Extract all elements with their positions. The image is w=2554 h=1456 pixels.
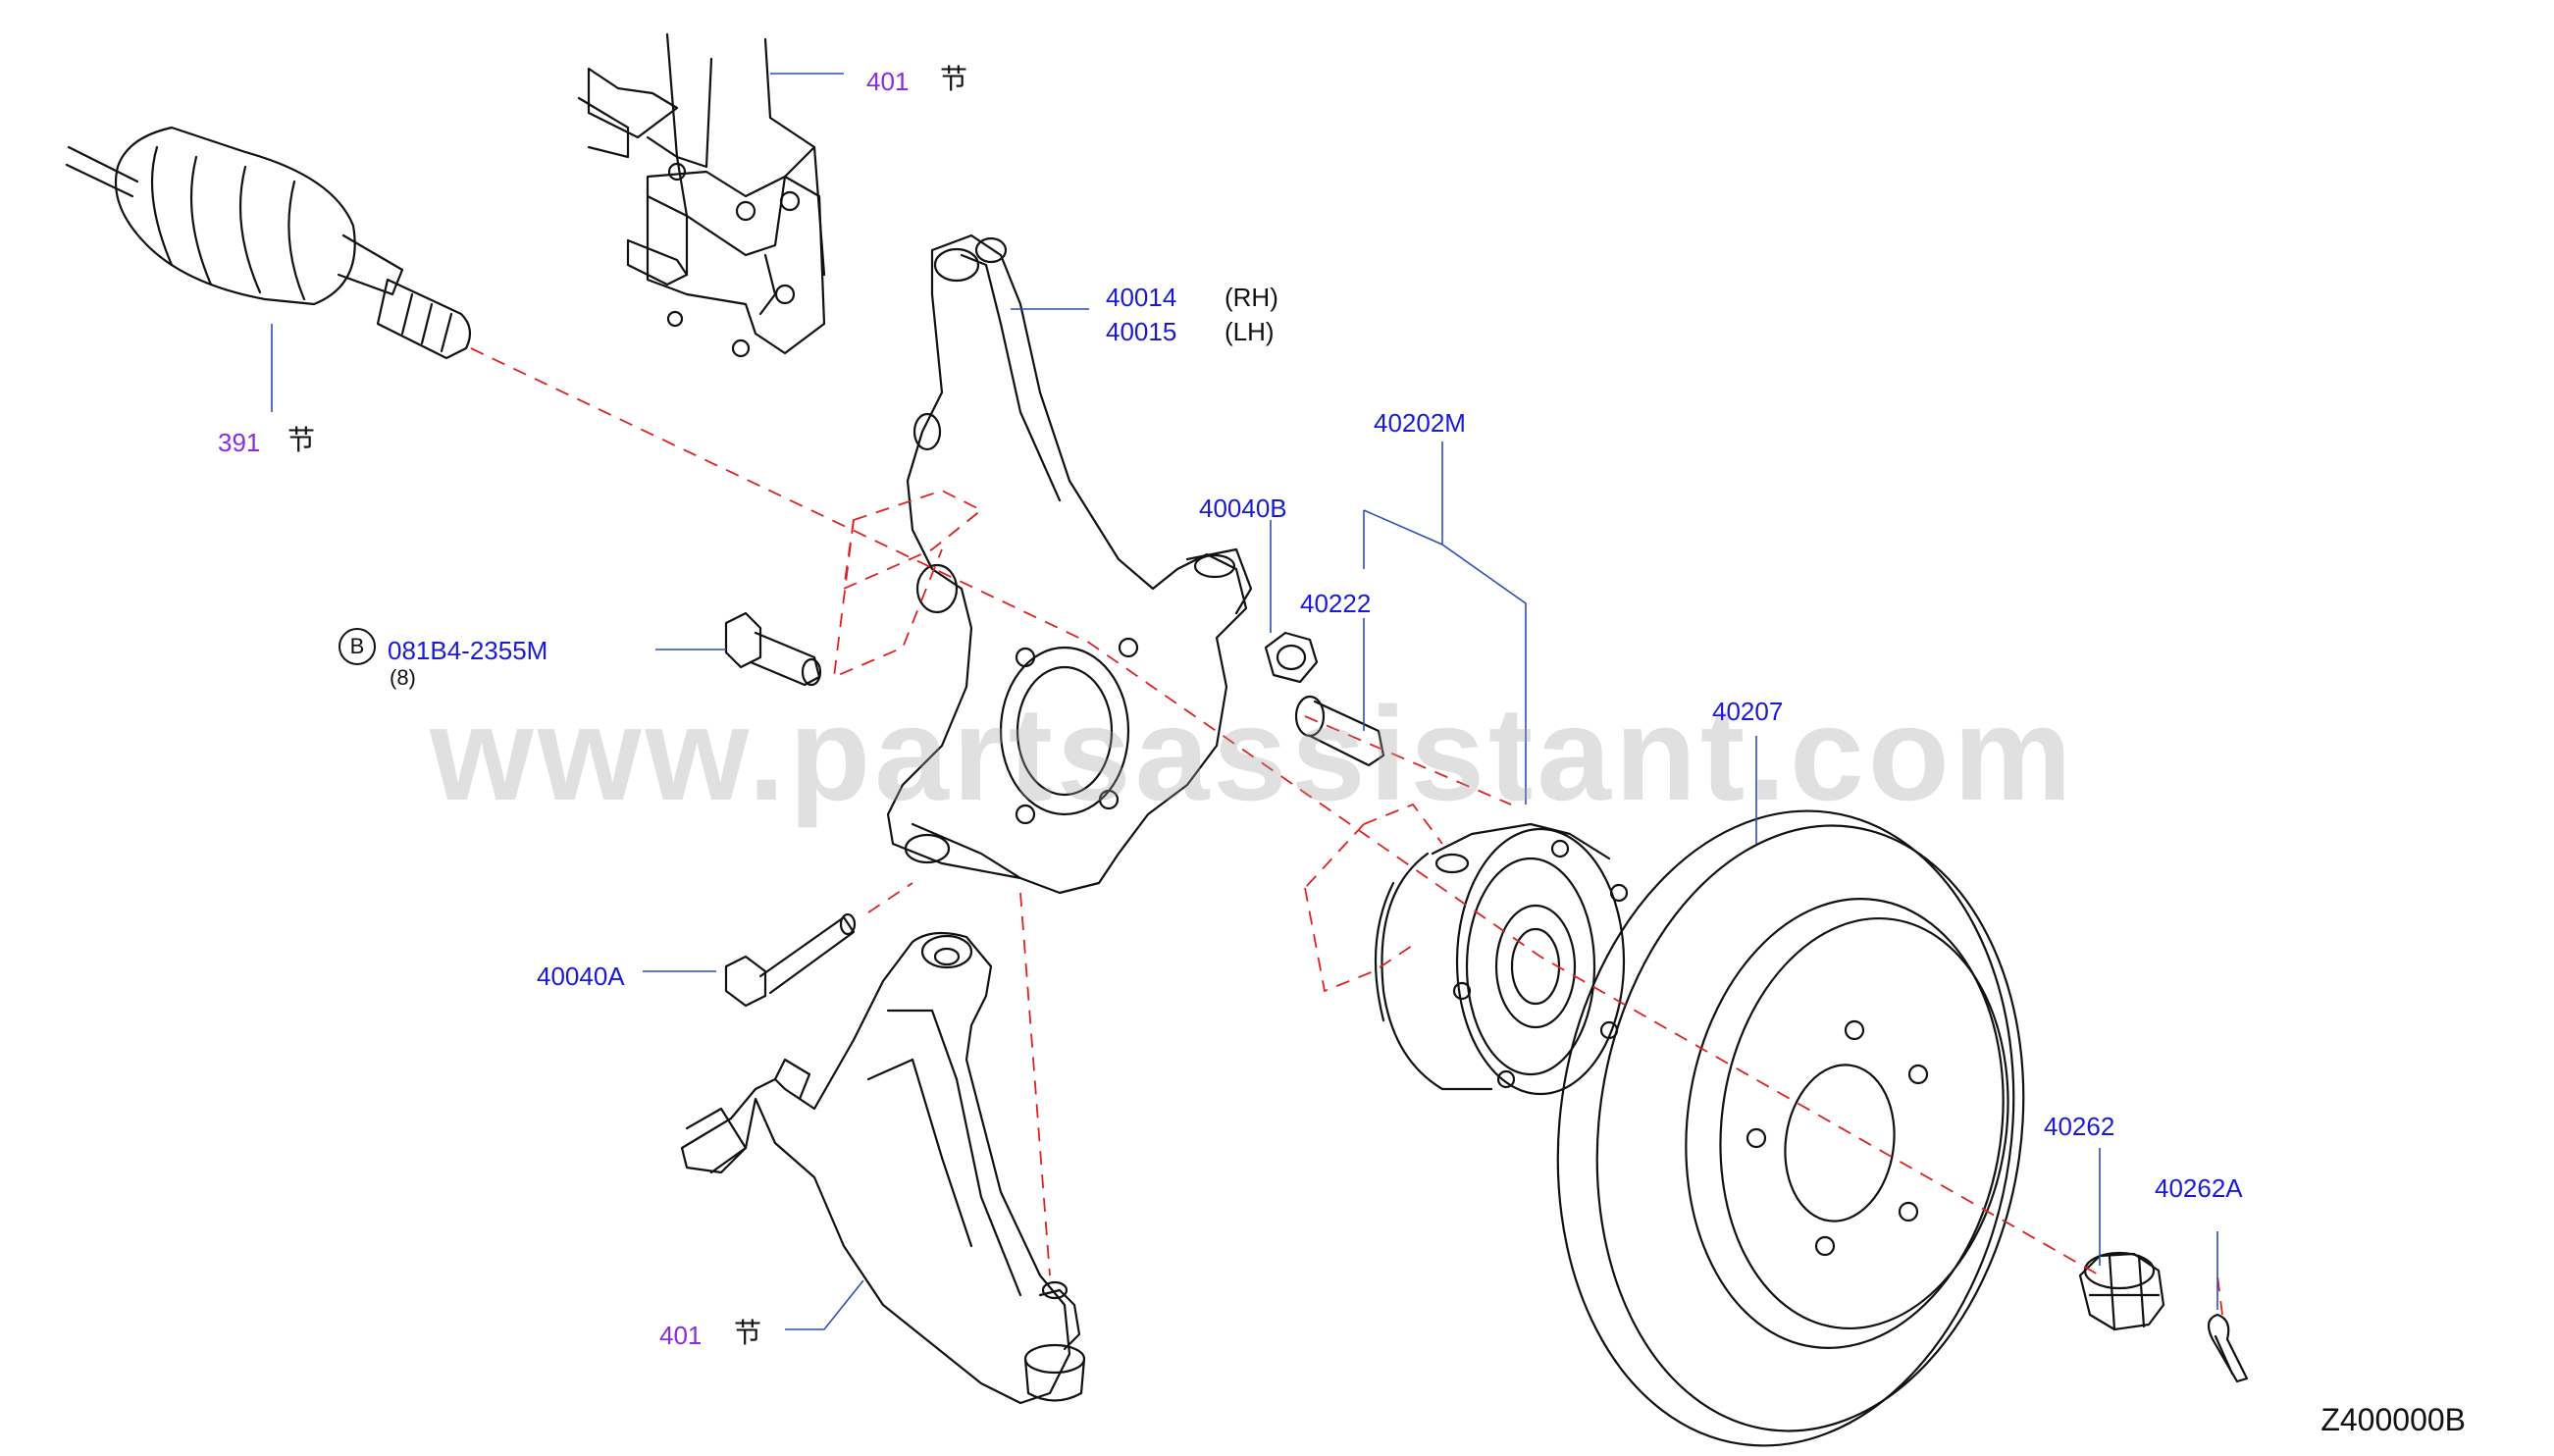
callout-hub-nut-number[interactable]: 40262 — [2044, 1112, 2115, 1141]
callout-cotter-pin-number[interactable]: 40262A — [2155, 1173, 2243, 1203]
callout-knuckle-lh-number[interactable]: 40015 — [1106, 317, 1177, 346]
hub-nut-part — [2078, 1251, 2165, 1331]
nut-40040b-part — [1264, 631, 1319, 684]
rotor-part — [1556, 809, 2025, 1447]
callout-knuckle-rh-side: (RH) — [1225, 283, 1278, 312]
callout-knuckle-lh-side: (LH) — [1225, 317, 1275, 346]
callout-bolt-b-badge: B — [339, 628, 376, 665]
callout-bolt-40040a-number[interactable]: 40040A — [537, 962, 625, 991]
bolt-40040a-part — [724, 912, 857, 1008]
steering-knuckle-part — [886, 234, 1253, 895]
hub-assembly-part — [1374, 822, 1629, 1096]
strut-bracket-part — [577, 32, 826, 358]
watermark-text: www.partsassistant.com — [430, 679, 2076, 828]
callout-lower-arm-number[interactable]: 401 — [659, 1321, 703, 1350]
alignment-lines — [470, 347, 2223, 1316]
callout-drive-shaft-number[interactable]: 391 — [218, 428, 261, 457]
callout-drive-shaft-suffix: 节 — [287, 424, 316, 456]
callout-knuckle-rh-number[interactable]: 40014 — [1106, 283, 1177, 312]
lower-arm-part — [680, 931, 1086, 1405]
callout-nut-40040b-number[interactable]: 40040B — [1199, 494, 1287, 523]
hub-bolt-part — [1294, 695, 1385, 767]
diagram-code: Z400000B — [2320, 1402, 2466, 1437]
drive-shaft-part — [65, 126, 472, 360]
cotter-pin-part — [2207, 1313, 2249, 1383]
bolt-b-part — [724, 611, 822, 687]
callout-lower-arm-suffix: 节 — [734, 1317, 762, 1349]
callout-hub-bolt-number[interactable]: 40222 — [1300, 589, 1372, 618]
callout-strut-suffix: 节 — [940, 63, 968, 95]
callout-hub-assembly-number[interactable]: 40202M — [1374, 408, 1466, 438]
callout-rotor-number[interactable]: 40207 — [1712, 697, 1784, 726]
leader-lines — [271, 73, 2218, 1330]
callout-bolt-b-qty: (8) — [390, 665, 416, 690]
callout-strut-number[interactable]: 401 — [866, 67, 910, 96]
callout-bolt-b-number[interactable]: 081B4-2355M — [388, 636, 548, 665]
